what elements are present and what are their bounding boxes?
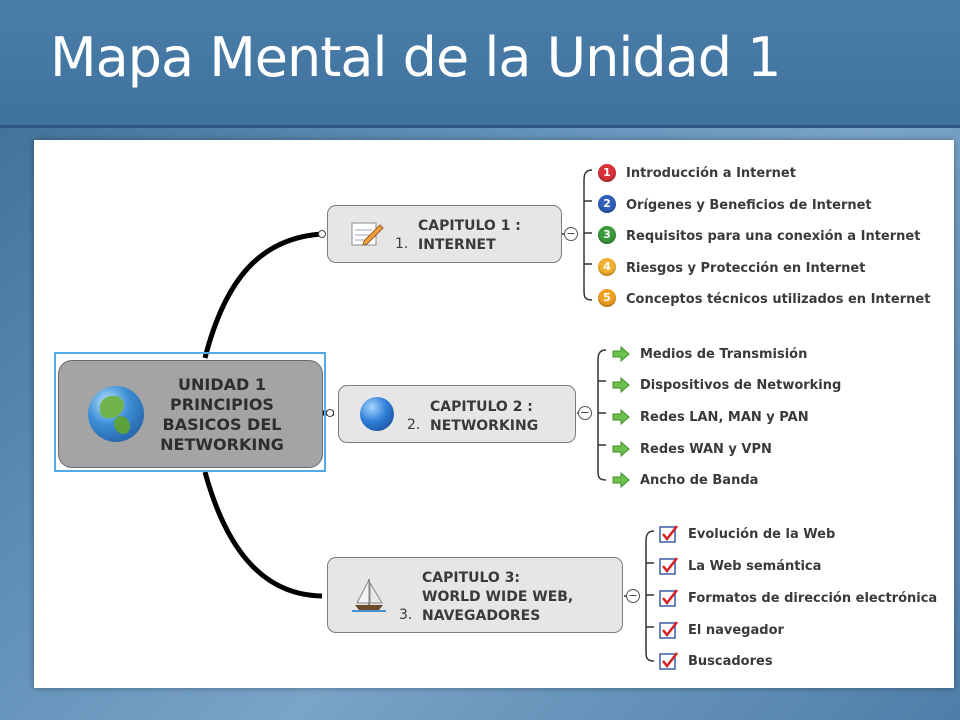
globe-icon [88, 386, 144, 442]
notepad-pencil-icon [350, 219, 384, 253]
chapter-2-topic[interactable]: Redes WAN y VPN [640, 442, 772, 457]
chapter-2-title: CAPITULO 2 : [430, 399, 533, 415]
checkbox-icon [659, 652, 678, 670]
chapter-3-subtitle: WORLD WIDE WEB, [422, 589, 574, 605]
green-arrow-icon [612, 472, 630, 488]
checkbox-icon [659, 525, 678, 543]
chapter-1-topic[interactable]: Introducción a Internet [626, 166, 796, 181]
number-3-badge-icon: 3 [598, 226, 616, 244]
chapter-1-topic[interactable]: Conceptos técnicos utilizados en Interne… [626, 292, 931, 307]
collapse-toggle-chapter-3[interactable]: − [626, 589, 640, 603]
number-2-badge-icon: 2 [598, 195, 616, 213]
chapter-2-topic[interactable]: Medios de Transmisión [640, 347, 808, 362]
chapter-3-number: 3. [399, 607, 413, 623]
chapter-3-topic[interactable]: Buscadores [688, 654, 773, 669]
branch-to-chapter-3 [202, 471, 323, 599]
branch-to-chapter-1 [202, 231, 323, 359]
collapse-toggle-chapter-2[interactable]: − [578, 406, 592, 420]
number-4-badge-icon: 4 [598, 258, 616, 276]
checkbox-icon [659, 589, 678, 607]
number-1-badge-icon: 1 [598, 164, 616, 182]
connector-dot [318, 230, 326, 238]
chapter-3-node[interactable] [327, 557, 623, 633]
number-5-badge-icon: 5 [598, 289, 616, 307]
chapter-1-topic[interactable]: Riesgos y Protección en Internet [626, 261, 866, 276]
green-arrow-icon [612, 441, 630, 457]
green-arrow-icon [612, 409, 630, 425]
chapter-3-title: CAPITULO 3: [422, 570, 521, 586]
slide-title: Mapa Mental de la Unidad 1 [50, 26, 782, 89]
chapter-3-topic[interactable]: La Web semántica [688, 559, 822, 574]
green-arrow-icon [612, 346, 630, 362]
checkbox-icon [659, 621, 678, 639]
center-node-selection[interactable] [54, 352, 326, 472]
green-arrow-icon [612, 377, 630, 393]
chapter-2-topic[interactable]: Ancho de Banda [640, 473, 759, 488]
chapter-3-subtitle-2: NAVEGADORES [422, 608, 541, 624]
chapter-1-topic[interactable]: Orígenes y Beneficios de Internet [626, 198, 872, 213]
blue-sphere-icon [360, 397, 394, 431]
chapter-1-topic[interactable]: Requisitos para una conexión a Internet [626, 229, 921, 244]
chapter-1-subtitle: INTERNET [418, 237, 496, 253]
connector-dot [326, 409, 334, 417]
chapter-3-topic[interactable]: Formatos de dirección electrónica [688, 591, 938, 606]
chapter-2-topic[interactable]: Dispositivos de Networking [640, 378, 842, 393]
collapse-toggle-chapter-1[interactable]: − [564, 227, 578, 241]
chapter-2-topic[interactable]: Redes LAN, MAN y PAN [640, 410, 809, 425]
sailboat-icon [352, 577, 386, 617]
chapter-3-topic[interactable]: Evolución de la Web [688, 527, 836, 542]
checkbox-icon [659, 557, 678, 575]
chapter-2-number: 2. [407, 417, 421, 433]
chapter-2-subtitle: NETWORKING [430, 418, 539, 434]
chapter-1-number: 1. [395, 236, 409, 252]
chapter-3-topic[interactable]: El navegador [688, 623, 784, 638]
center-node-label: UNIDAD 1 PRINCIPIOS BASICOS DEL NETWORKI… [160, 375, 284, 454]
slide-header: Mapa Mental de la Unidad 1 [0, 0, 960, 128]
chapter-1-title: CAPITULO 1 : [418, 218, 521, 234]
